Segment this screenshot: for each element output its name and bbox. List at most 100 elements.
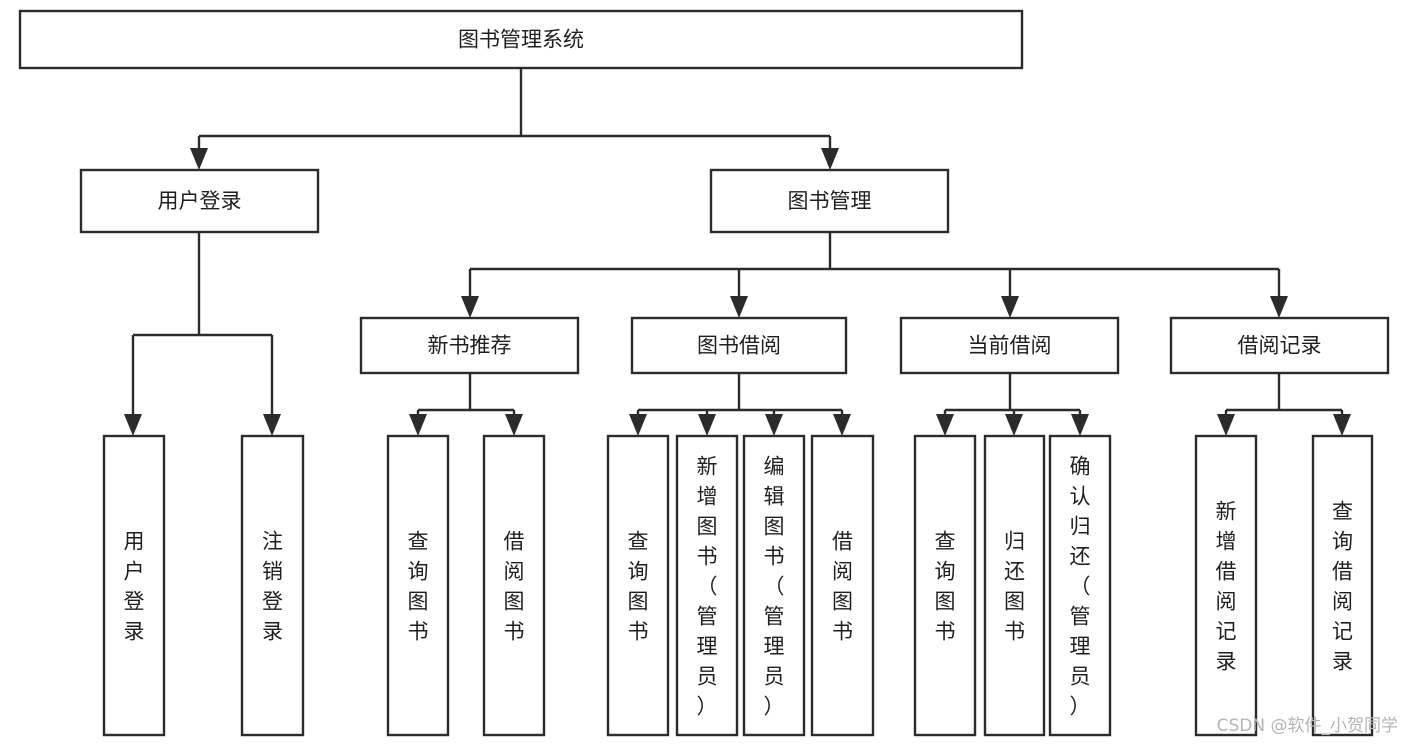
node-label-l-add-borrow-record-char-0: 新 <box>1216 500 1237 524</box>
node-label-l-confirm-return-char-3: 还 <box>1070 545 1091 569</box>
node-label-l-borrow-book-bb-char-3: 书 <box>832 620 853 644</box>
book-borrow-arrow-icon-3 <box>833 414 851 436</box>
node-box-l-query-book-rec[interactable] <box>386 434 450 737</box>
user-login-arrow-icon-1 <box>263 414 281 436</box>
node-label-n-new-book-rec: 新书推荐 <box>428 334 512 358</box>
node-label-l-add-book-char-0: 新 <box>697 455 718 479</box>
node-label-l-add-book-char-2: 图 <box>697 515 718 539</box>
node-label-l-query-book-bb-char-0: 查 <box>628 530 649 554</box>
node-label-l-user-login-char-2: 登 <box>124 590 145 614</box>
node-n-book-mgmt[interactable]: 图书管理 <box>709 168 950 234</box>
node-label-l-add-borrow-record-char-3: 阅 <box>1216 590 1237 614</box>
node-box-l-add-book[interactable] <box>675 434 739 737</box>
node-root[interactable]: 图书管理系统 <box>18 9 1024 70</box>
node-label-l-query-book-rec-char-3: 书 <box>408 620 429 644</box>
node-label-l-add-borrow-record-char-1: 增 <box>1216 530 1237 554</box>
node-label-l-query-book-cb-char-0: 查 <box>935 530 956 554</box>
node-label-l-edit-book-char-6: 理 <box>764 635 785 659</box>
node-label-l-confirm-return-char-1: 认 <box>1070 485 1091 509</box>
node-box-l-return-book[interactable] <box>983 434 1046 737</box>
borrow-record-arrow-icon-1 <box>1333 414 1351 436</box>
node-box-l-borrow-book-bb[interactable] <box>810 434 875 737</box>
node-label-l-confirm-return-char-8: ） <box>1070 695 1091 719</box>
node-label-l-add-borrow-record-char-2: 借 <box>1216 560 1237 584</box>
book-mgmt-arrow-icon-0 <box>461 296 479 318</box>
node-box-n-current-borrow[interactable] <box>899 316 1120 375</box>
node-l-user-login[interactable]: 用户登录 <box>102 434 166 737</box>
new-book-rec-arrow-icon-0 <box>409 414 427 436</box>
node-label-l-add-book-char-8: ） <box>697 695 718 719</box>
node-box-l-borrow-book-rec[interactable] <box>482 434 546 737</box>
node-box-root[interactable] <box>18 9 1024 70</box>
node-n-current-borrow[interactable]: 当前借阅 <box>899 316 1120 375</box>
node-label-l-query-book-cb-char-3: 书 <box>935 620 956 644</box>
node-label-l-add-borrow-record-char-5: 录 <box>1216 650 1237 674</box>
node-label-l-query-book-bb-char-1: 询 <box>628 560 649 584</box>
book-mgmt-arrow-icon-1 <box>730 296 748 318</box>
node-box-l-query-book-cb[interactable] <box>913 434 977 737</box>
node-label-l-return-book-char-2: 图 <box>1004 590 1025 614</box>
book-mgmt-arrow-icon-2 <box>1001 296 1019 318</box>
current-borrow-arrow-icon-0 <box>936 414 954 436</box>
node-label-l-user-login-char-3: 录 <box>124 620 145 644</box>
node-n-new-book-rec[interactable]: 新书推荐 <box>359 316 580 375</box>
node-label-l-confirm-return-char-4: （ <box>1070 575 1091 599</box>
current-borrow-arrow-icon-1 <box>1005 414 1023 436</box>
node-label-l-confirm-return-char-0: 确 <box>1070 455 1091 479</box>
borrow-record-arrow-icon-0 <box>1217 414 1235 436</box>
node-label-l-borrow-book-bb-char-1: 阅 <box>832 560 853 584</box>
node-box-l-query-book-bb[interactable] <box>606 434 670 737</box>
node-box-n-book-borrow[interactable] <box>630 316 848 375</box>
node-box-l-user-login[interactable] <box>102 434 166 737</box>
node-box-n-book-mgmt[interactable] <box>709 168 950 234</box>
root-arrow-icon-0 <box>190 148 208 170</box>
node-label-n-book-mgmt: 图书管理 <box>788 189 872 213</box>
node-box-n-new-book-rec[interactable] <box>359 316 580 375</box>
book-borrow-arrow-icon-2 <box>765 414 783 436</box>
node-label-l-user-login-char-0: 用 <box>124 530 145 554</box>
node-label-l-query-borrow-record-char-0: 查 <box>1332 500 1353 524</box>
node-label-n-user-login: 用户登录 <box>158 189 242 213</box>
csdn-watermark: CSDN @软件_小贺同学 <box>1217 716 1398 736</box>
node-label-n-current-borrow: 当前借阅 <box>968 334 1052 358</box>
node-box-n-user-login[interactable] <box>79 168 320 234</box>
new-book-rec-arrow-icon-1 <box>505 414 523 436</box>
node-label-l-query-book-bb-char-3: 书 <box>628 620 649 644</box>
node-layer: 图书管理系统用户登录图书管理新书推荐图书借阅当前借阅借阅记录用户登录注销登录查询… <box>18 9 1390 737</box>
node-n-user-login[interactable]: 用户登录 <box>79 168 320 234</box>
node-box-l-edit-book[interactable] <box>742 434 806 737</box>
node-label-l-query-borrow-record-char-3: 阅 <box>1332 590 1353 614</box>
book-mgmt-arrow-icon-3 <box>1270 296 1288 318</box>
node-label-l-borrow-book-bb-char-2: 图 <box>832 590 853 614</box>
node-box-n-borrow-record[interactable] <box>1169 316 1390 375</box>
node-box-l-user-logout[interactable] <box>240 434 305 737</box>
node-label-l-query-book-rec-char-0: 查 <box>408 530 429 554</box>
node-box-l-query-borrow-record[interactable] <box>1311 434 1374 737</box>
node-label-l-edit-book-char-0: 编 <box>764 455 785 479</box>
node-label-l-query-borrow-record-char-5: 录 <box>1332 650 1353 674</box>
node-n-book-borrow[interactable]: 图书借阅 <box>630 316 848 375</box>
current-borrow-arrow-icon-2 <box>1071 414 1089 436</box>
node-label-l-edit-book-char-4: （ <box>764 575 785 599</box>
node-label-l-borrow-book-rec-char-3: 书 <box>504 620 525 644</box>
node-box-l-add-borrow-record[interactable] <box>1194 434 1258 737</box>
node-label-l-return-book-char-0: 归 <box>1004 530 1025 554</box>
node-label-l-user-logout-char-3: 录 <box>262 620 283 644</box>
node-label-l-add-borrow-record-char-4: 记 <box>1216 620 1237 644</box>
node-n-borrow-record[interactable]: 借阅记录 <box>1169 316 1390 375</box>
node-label-l-query-book-cb-char-2: 图 <box>935 590 956 614</box>
node-box-l-confirm-return[interactable] <box>1048 434 1112 737</box>
